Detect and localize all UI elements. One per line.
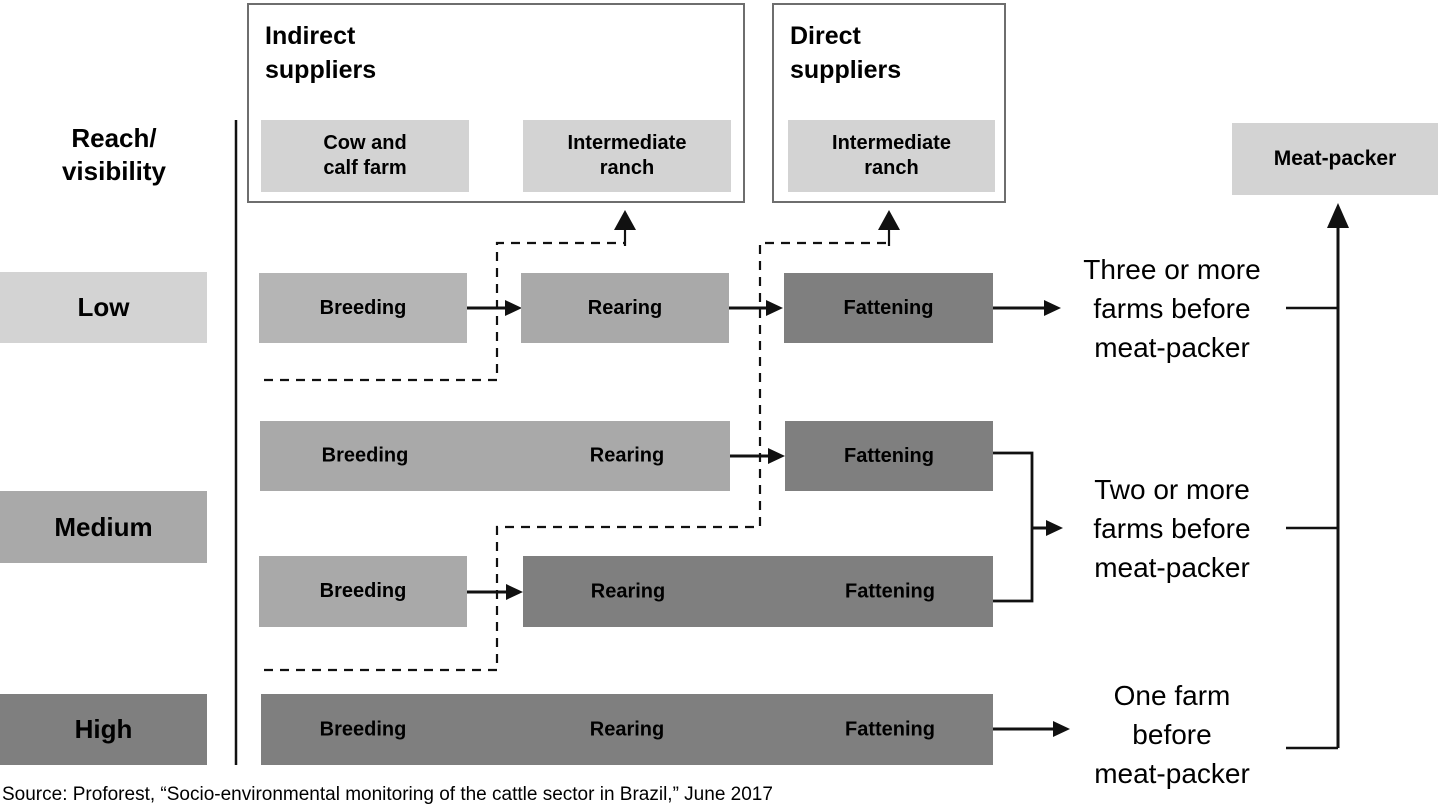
cow-calf-farm-box: Cow and calf farm <box>261 120 469 192</box>
direct-intermediate-ranch-label: Intermediate ranch <box>832 131 951 181</box>
row1-breeding-label: Breeding <box>319 296 407 319</box>
annotation-two-or-more: Two or more farms before meat-packer <box>1052 470 1292 587</box>
indirect-intermediate-ranch-label: Intermediate ranch <box>568 131 687 181</box>
indirect-title-line1: Indirect <box>265 22 356 50</box>
meat-packer-label: Meat-packer <box>1273 147 1397 170</box>
level-high-box: High <box>0 694 207 765</box>
row3-breeding-box: Breeding <box>259 556 467 627</box>
row2-rearing-label: Rearing <box>589 444 665 467</box>
row3-fattening-label: Fattening <box>845 580 935 602</box>
indirect-suppliers-group: Indirect suppliers Cow and calf farm Int… <box>247 3 745 203</box>
cow-calf-farm-label: Cow and calf farm <box>323 131 406 181</box>
row3-breeding-label: Breeding <box>319 580 407 602</box>
annotation2-line1: Two or more <box>1094 474 1250 505</box>
indirect-title-line2: suppliers <box>265 56 377 84</box>
annotation-one-farm: One farm before meat-packer <box>1052 676 1292 793</box>
meat-packer-box: Meat-packer <box>1232 123 1438 195</box>
indirect-suppliers-title: Indirect suppliers <box>265 19 376 87</box>
row2-breeding-rearing-box: Breeding Rearing <box>260 421 730 491</box>
cow-calf-line2: calf farm <box>323 157 407 179</box>
rows23-bracket <box>993 451 1034 603</box>
annotation1-line1: Three or more <box>1083 254 1261 285</box>
annotation2-line2: farms before <box>1093 513 1251 544</box>
direct-title-line2: suppliers <box>790 56 902 84</box>
row1-fattening-box: Fattening <box>784 273 993 343</box>
arrowhead-row2-icon <box>768 448 785 464</box>
row3-rearing-fattening-box: Rearing Fattening <box>523 556 993 627</box>
arrowhead-row3-icon <box>506 584 523 600</box>
direct-up-arrowhead-icon <box>878 210 900 230</box>
annotation1-line2: farms before <box>1093 293 1251 324</box>
source-citation: Source: Proforest, “Socio-environmental … <box>2 784 773 805</box>
reach-label-line1: Reach/ <box>71 123 157 153</box>
level-low-label: Low <box>77 292 130 322</box>
arrowhead-row1a-icon <box>505 300 522 316</box>
annotation1-line3: meat-packer <box>1094 332 1250 363</box>
row1-breeding-box: Breeding <box>259 273 467 343</box>
cow-calf-line1: Cow and <box>323 132 407 154</box>
annotation3-line2: before <box>1132 719 1212 750</box>
row1-rearing-box: Rearing <box>521 273 729 343</box>
indirect-up-arrowhead-icon <box>614 210 636 230</box>
annotation2-line3: meat-packer <box>1094 552 1250 583</box>
row2-fattening-label: Fattening <box>844 444 934 467</box>
row2-breeding-label: Breeding <box>321 444 409 467</box>
meat-packer-arrowhead-icon <box>1327 203 1349 228</box>
row2-fattening-box: Fattening <box>785 421 993 491</box>
direct-title-line1: Direct <box>790 22 861 50</box>
row4-fattening-label: Fattening <box>845 718 935 740</box>
row3-rearing-label: Rearing <box>590 580 666 602</box>
direct-intermediate-ranch-box: Intermediate ranch <box>788 120 995 192</box>
level-medium-label: Medium <box>54 511 153 542</box>
direct-intermediate-line1: Intermediate <box>832 132 951 154</box>
row4-breeding-label: Breeding <box>319 718 407 740</box>
direct-intermediate-line2: ranch <box>864 157 919 179</box>
reach-visibility-label: Reach/ visibility <box>14 122 214 188</box>
annotation3-line3: meat-packer <box>1094 758 1250 789</box>
reach-label-line2: visibility <box>61 156 167 186</box>
row4-full-chain-box: Breeding Rearing Fattening <box>261 694 993 765</box>
indirect-intermediate-ranch-box: Intermediate ranch <box>523 120 731 192</box>
row1-rearing-label: Rearing <box>587 296 663 319</box>
annotation3-line1: One farm <box>1113 680 1231 711</box>
indirect-intermediate-line2: ranch <box>599 157 655 179</box>
level-medium-box: Medium <box>0 491 207 563</box>
row1-fattening-label: Fattening <box>843 296 934 319</box>
arrowhead-row1b-icon <box>766 300 783 316</box>
row4-rearing-label: Rearing <box>589 718 665 740</box>
level-low-box: Low <box>0 272 207 343</box>
direct-suppliers-group: Direct suppliers Intermediate ranch <box>772 3 1006 203</box>
direct-suppliers-title: Direct suppliers <box>790 19 901 87</box>
level-high-label: High <box>74 714 133 744</box>
indirect-intermediate-line1: Intermediate <box>567 132 687 154</box>
annotation-three-or-more: Three or more farms before meat-packer <box>1052 250 1292 367</box>
